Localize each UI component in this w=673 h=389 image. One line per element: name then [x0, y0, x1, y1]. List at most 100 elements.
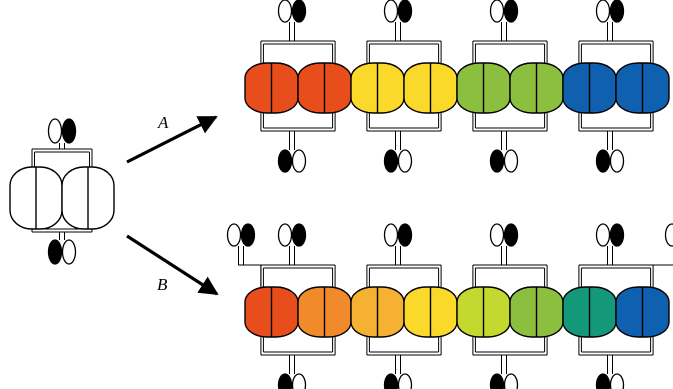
oval-pair — [277, 373, 307, 389]
empty-oval — [47, 118, 63, 144]
linker — [578, 113, 654, 150]
arrow-a — [126, 115, 218, 164]
barrel-unit — [615, 286, 670, 338]
filled-oval — [595, 149, 611, 173]
linker — [366, 337, 442, 374]
filled-oval — [277, 149, 293, 173]
barrel-unit — [562, 62, 617, 114]
empty-oval — [609, 149, 625, 173]
oval-pair — [595, 0, 625, 23]
oval-pair — [595, 373, 625, 389]
linker — [472, 337, 548, 374]
linker — [260, 337, 336, 374]
empty-oval — [503, 373, 519, 389]
empty-oval — [664, 223, 673, 247]
empty-oval — [291, 373, 307, 389]
oval-pair — [489, 149, 519, 173]
filled-oval — [489, 149, 505, 173]
oval-pair — [383, 223, 413, 247]
barrel-unit — [297, 286, 352, 338]
empty-oval — [609, 373, 625, 389]
oval-pair — [277, 149, 307, 173]
filled-oval — [61, 118, 77, 144]
route-a: A — [126, 113, 218, 164]
oval-pair — [664, 223, 673, 247]
polymer-chain-b — [226, 223, 673, 389]
filled-oval — [397, 223, 413, 247]
empty-oval — [383, 223, 399, 247]
oval-pair — [489, 223, 519, 247]
barrel-unit — [350, 62, 405, 114]
filled-oval — [277, 373, 293, 389]
barrel-unit — [509, 286, 564, 338]
filled-oval — [291, 0, 307, 23]
oval-pair — [489, 373, 519, 389]
empty-oval — [291, 149, 307, 173]
barrel-unit — [61, 166, 115, 230]
filled-oval — [503, 0, 519, 23]
linker — [366, 246, 442, 287]
oval-pair — [277, 223, 307, 247]
oval-pair — [595, 149, 625, 173]
route-b: B — [126, 234, 219, 296]
linker — [578, 246, 654, 287]
filled-oval — [397, 0, 413, 23]
empty-oval — [503, 149, 519, 173]
empty-oval — [397, 373, 413, 389]
linker — [472, 22, 548, 63]
filled-oval — [609, 0, 625, 23]
linker — [31, 143, 93, 167]
oval-pair — [383, 373, 413, 389]
barrel-unit — [403, 62, 458, 114]
empty-oval — [489, 0, 505, 23]
empty-oval — [226, 223, 242, 247]
oval-pair — [47, 118, 77, 144]
barrel-unit — [350, 286, 405, 338]
oval-pair — [47, 239, 77, 265]
barrel-unit — [456, 62, 511, 114]
empty-oval — [595, 223, 611, 247]
linker — [366, 113, 442, 150]
arrow-b — [126, 234, 219, 296]
barrel-unit — [9, 166, 63, 230]
empty-oval — [277, 0, 293, 23]
oval-pair — [383, 0, 413, 23]
linker — [578, 22, 654, 63]
filled-oval — [291, 223, 307, 247]
oval-pair — [595, 223, 625, 247]
monomer-unit — [9, 118, 115, 265]
barrel-unit — [456, 286, 511, 338]
oval-pair — [489, 0, 519, 23]
barrel-unit — [509, 62, 564, 114]
route-a-label: A — [157, 113, 169, 132]
barrel-unit — [403, 286, 458, 338]
filled-oval — [503, 223, 519, 247]
barrel-unit — [244, 62, 299, 114]
linker — [472, 246, 548, 287]
barrel-unit — [244, 286, 299, 338]
barrel-unit — [615, 62, 670, 114]
empty-oval — [383, 0, 399, 23]
filled-oval — [383, 149, 399, 173]
empty-oval — [595, 0, 611, 23]
filled-oval — [240, 223, 256, 247]
filled-oval — [47, 239, 63, 265]
oval-pair — [226, 223, 256, 247]
linker — [366, 22, 442, 63]
polymer-chain-a — [244, 0, 670, 173]
linker — [472, 113, 548, 150]
empty-oval — [397, 149, 413, 173]
filled-oval — [609, 223, 625, 247]
empty-oval — [61, 239, 77, 265]
barrel-unit — [562, 286, 617, 338]
filled-oval — [383, 373, 399, 389]
filled-oval — [489, 373, 505, 389]
linker — [260, 22, 336, 63]
linker — [260, 246, 336, 287]
oval-pair — [277, 0, 307, 23]
linker — [578, 337, 654, 374]
linker — [260, 113, 336, 150]
empty-oval — [489, 223, 505, 247]
